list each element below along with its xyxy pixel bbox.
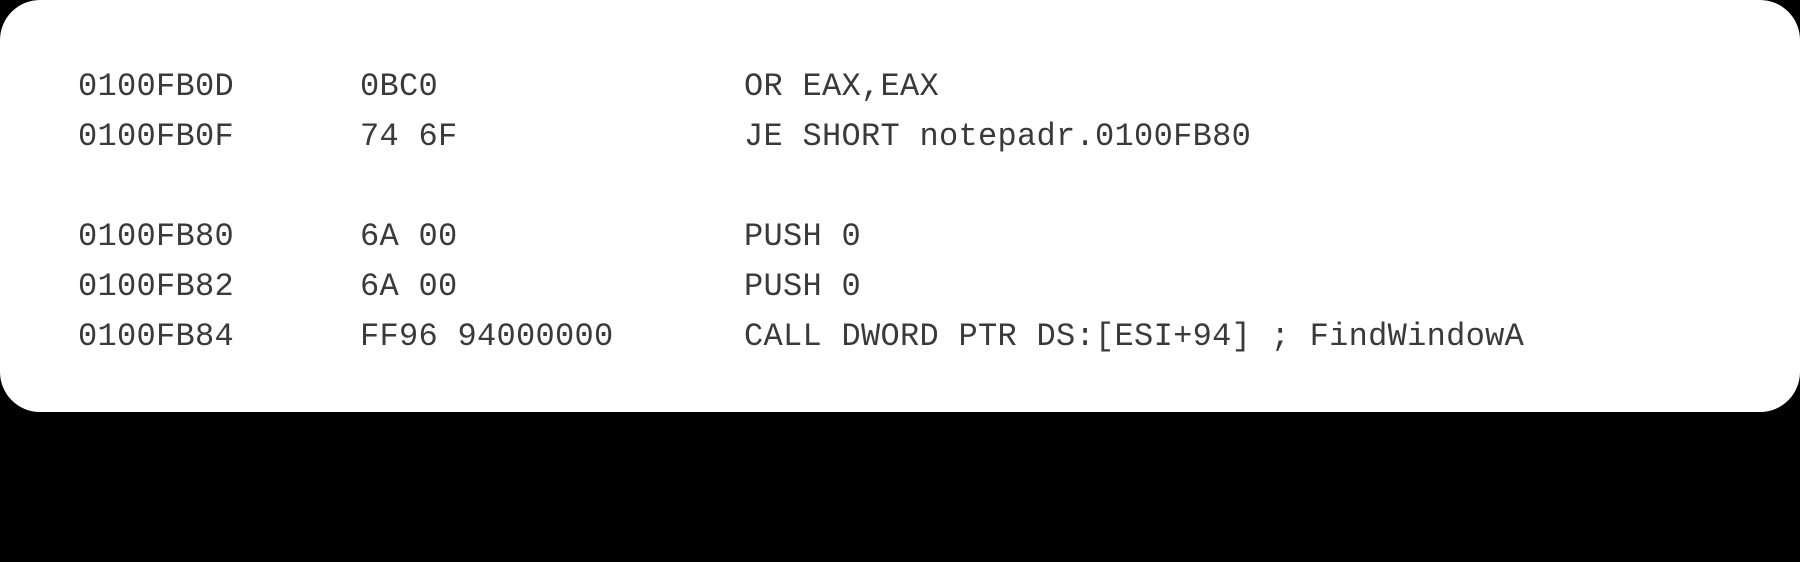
opcode-bytes-cell: 6A 00	[360, 268, 458, 305]
disassembly-panel: 0100FB0D 0BC0 OR EAX,EAX 0100FB0F 74 6F …	[0, 0, 1800, 412]
disassembly-row[interactable]: 0100FB82 6A 00 PUSH 0	[78, 262, 861, 312]
disassembly-row[interactable]: 0100FB0D 0BC0 OR EAX,EAX	[78, 62, 939, 112]
instruction-cell: JE SHORT notepadr.0100FB80	[744, 118, 1252, 155]
opcode-bytes-cell: 6A 00	[360, 218, 458, 255]
address-cell: 0100FB0D	[78, 68, 235, 105]
instruction-cell: PUSH 0	[744, 218, 862, 255]
disassembly-listing: 0100FB0D 0BC0 OR EAX,EAX 0100FB0F 74 6F …	[78, 62, 1524, 362]
address-cell: 0100FB82	[78, 268, 235, 305]
disassembly-row[interactable]: 0100FB0F 74 6F JE SHORT notepadr.0100FB8…	[78, 112, 1251, 162]
disassembly-row[interactable]: 0100FB80 6A 00 PUSH 0	[78, 212, 861, 262]
address-cell: 0100FB0F	[78, 118, 235, 155]
opcode-bytes-cell: 74 6F	[360, 118, 458, 155]
instruction-cell: OR EAX,EAX	[744, 68, 940, 105]
instruction-cell: CALL DWORD PTR DS:[ESI+94] ; FindWindowA	[744, 318, 1525, 355]
opcode-bytes-cell: FF96 94000000	[360, 318, 614, 355]
opcode-bytes-cell: 0BC0	[360, 68, 439, 105]
disassembly-row[interactable]: 0100FB84 FF96 94000000 CALL DWORD PTR DS…	[78, 312, 1524, 362]
instruction-cell: PUSH 0	[744, 268, 862, 305]
address-cell: 0100FB80	[78, 218, 235, 255]
address-cell: 0100FB84	[78, 318, 235, 355]
